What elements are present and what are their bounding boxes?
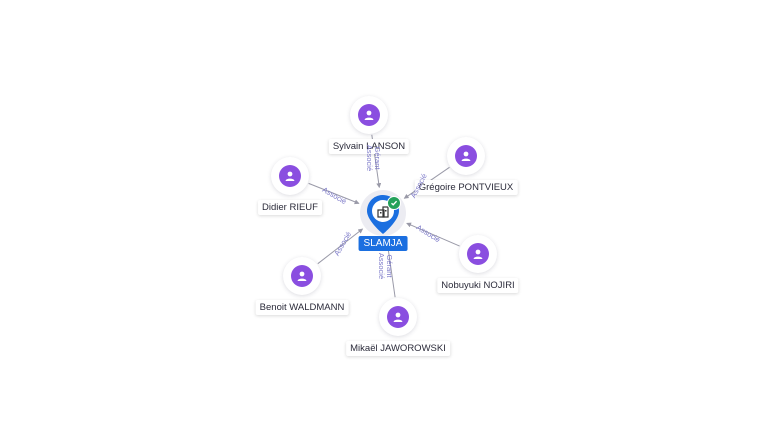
person-name[interactable]: Mikaël JAWOROWSKI (346, 341, 450, 356)
edge-label: Gérant Associé (365, 144, 383, 172)
person-icon (291, 265, 313, 287)
edge-role: Associé (377, 252, 387, 280)
person-icon (358, 104, 380, 126)
person-icon (467, 243, 489, 265)
person-name[interactable]: Didier RIEUF (258, 200, 322, 215)
person-icon (279, 165, 301, 187)
edge-role: Associé (365, 144, 375, 172)
person-name[interactable]: Sylvain LANSON (328, 139, 410, 154)
edge-role: Gérant (385, 254, 395, 278)
edge-line (308, 182, 360, 205)
person-icon (387, 306, 409, 328)
edge-line (406, 222, 460, 247)
person-name[interactable]: Grégoire PONTVIEUX (414, 180, 518, 195)
edge-role: Gérant (373, 146, 383, 170)
edge-label: Gérant Associé (377, 252, 395, 280)
person-name[interactable]: Benoit WALDMANN (255, 300, 349, 315)
person-icon (455, 145, 477, 167)
company-name[interactable]: SLAMJA (358, 236, 408, 251)
person-name[interactable]: Nobuyuki NOJIRI (437, 278, 519, 293)
edge-line (317, 228, 364, 265)
check-icon (387, 196, 401, 210)
building-icon (377, 205, 389, 218)
